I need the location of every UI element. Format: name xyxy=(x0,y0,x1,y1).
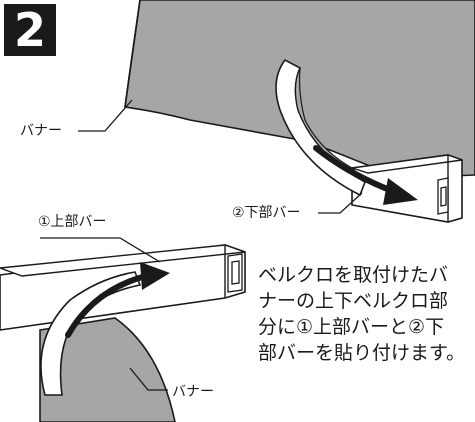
instruction-line: 部バーを貼り付けます。 xyxy=(258,342,466,364)
arrow-lower-head xyxy=(383,178,418,205)
label-upper-bar: ①上部バー xyxy=(38,214,107,230)
instruction-line: 分に①上部バーと②下 xyxy=(258,316,445,338)
arrow-upper-head xyxy=(140,262,170,290)
lower-bar-end-cap xyxy=(437,177,449,215)
banner-upper-edge xyxy=(124,0,141,108)
step-number-badge: 2 xyxy=(4,4,56,56)
instruction-line: ナーの上下ベルクロ部 xyxy=(258,290,449,312)
upper-bar-top-face xyxy=(0,244,246,277)
leader-upper-bar xyxy=(40,237,161,263)
leader-banner-bottom xyxy=(129,367,168,391)
lower-bar-top-face xyxy=(351,154,463,174)
leader-banner-top xyxy=(78,99,133,132)
label-banner-bottom: バナー xyxy=(172,384,214,400)
leader-lower-bar xyxy=(318,192,363,214)
instruction-text: ベルクロを取付けたバ ナーの上下ベルクロ部 分に①上部バーと②下 部バーを貼り付… xyxy=(258,262,472,366)
instruction-line: ベルクロを取付けたバ xyxy=(258,264,449,286)
label-banner-top: バナー xyxy=(20,123,62,139)
arrow-upper xyxy=(65,272,153,338)
upper-bar-end-cap xyxy=(227,253,243,293)
label-lower-bar: ②下部バー xyxy=(232,205,301,221)
